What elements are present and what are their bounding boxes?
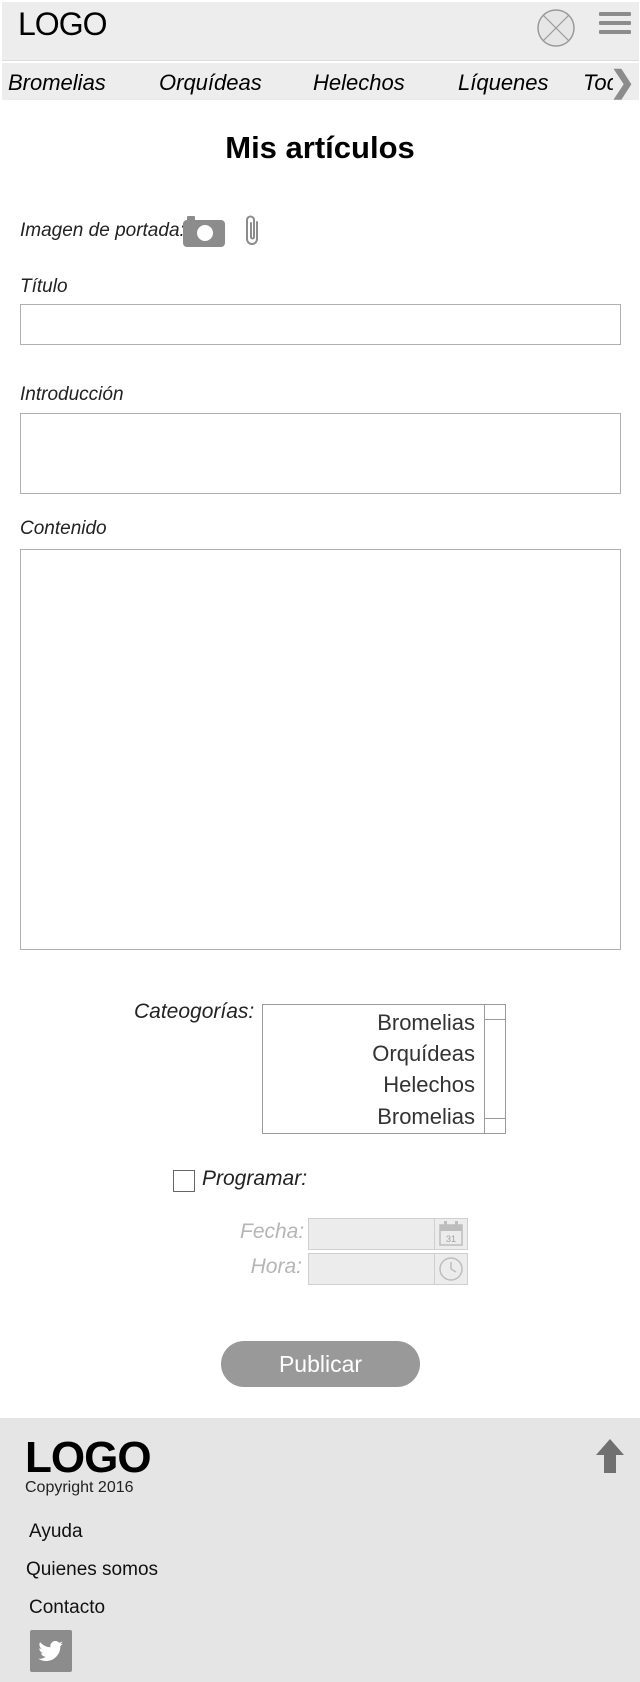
category-nav: Bromelias Orquídeas Helechos Líquenes To… <box>2 63 639 100</box>
title-label: Título <box>20 276 68 297</box>
intro-textarea[interactable] <box>20 413 621 494</box>
scroll-down-button[interactable] <box>485 1118 505 1119</box>
date-label: Fecha: <box>240 1220 305 1243</box>
cover-image-label: Imagen de portada: <box>20 220 185 241</box>
categories-listbox[interactable]: Bromelias Orquídeas Helechos Bromelias <box>262 1004 506 1134</box>
footer-link-quienes-somos[interactable]: Quienes somos <box>26 1559 159 1580</box>
camera-icon[interactable] <box>182 214 226 248</box>
publish-button[interactable]: Publicar <box>221 1341 420 1387</box>
scroll-up-button[interactable] <box>485 1019 505 1020</box>
date-input[interactable]: 31 <box>308 1218 468 1250</box>
clock-icon[interactable] <box>434 1254 467 1284</box>
nav-item-todas[interactable]: Todas <box>583 70 613 95</box>
scroll-to-top-icon[interactable] <box>596 1439 624 1473</box>
hamburger-menu-icon[interactable] <box>599 12 631 38</box>
categories-scrollbar[interactable] <box>484 1005 505 1133</box>
page-title: Mis artículos <box>225 130 415 165</box>
category-option[interactable]: Bromelias <box>377 1010 475 1035</box>
logo[interactable]: LOGO <box>18 6 107 42</box>
categories-label: Cateogorías: <box>134 1000 255 1023</box>
category-option[interactable]: Orquídeas <box>372 1041 475 1066</box>
user-avatar-icon[interactable] <box>537 9 575 47</box>
header-bar <box>2 2 639 61</box>
content-textarea[interactable] <box>20 549 621 950</box>
intro-label: Introducción <box>20 384 124 405</box>
title-input[interactable] <box>20 304 621 345</box>
nav-item-helechos[interactable]: Helechos <box>313 70 405 95</box>
footer-link-contacto[interactable]: Contacto <box>29 1597 106 1618</box>
footer-logo[interactable]: LOGO <box>25 1433 152 1482</box>
time-input[interactable] <box>308 1253 468 1285</box>
calendar-icon[interactable]: 31 <box>434 1219 467 1249</box>
nav-item-bromelias[interactable]: Bromelias <box>8 70 106 95</box>
svg-text:31: 31 <box>446 1234 456 1244</box>
paperclip-icon[interactable] <box>244 214 262 248</box>
category-option[interactable]: Bromelias <box>377 1104 475 1129</box>
schedule-checkbox[interactable] <box>173 1170 195 1192</box>
nav-scroll-right-icon[interactable]: ❯ <box>609 66 635 99</box>
copyright-text: Copyright 2016 <box>25 1479 134 1496</box>
footer-link-ayuda[interactable]: Ayuda <box>29 1521 83 1542</box>
nav-item-liquenes[interactable]: Líquenes <box>458 70 549 95</box>
time-label: Hora: <box>250 1255 302 1278</box>
nav-item-orquideas[interactable]: Orquídeas <box>159 70 262 95</box>
schedule-label: Programar: <box>202 1167 308 1190</box>
twitter-icon[interactable] <box>30 1630 72 1672</box>
footer <box>0 1418 640 1682</box>
category-option[interactable]: Helechos <box>383 1072 475 1097</box>
content-label: Contenido <box>20 518 107 539</box>
